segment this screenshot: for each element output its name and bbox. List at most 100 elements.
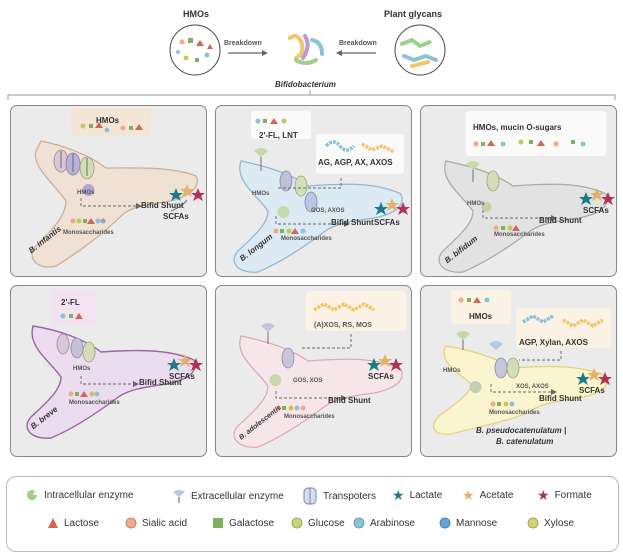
galactose-square-icon <box>213 518 223 528</box>
legend: Intracellular enzyme Extracellular enzym… <box>6 476 619 552</box>
cell-body <box>438 160 608 273</box>
legend-item-glucose: Glucose <box>291 517 345 529</box>
extracellular-enzyme-icon <box>254 148 268 157</box>
breakdown-left-label: Breakdown <box>224 40 262 47</box>
substrate-box <box>466 111 606 156</box>
plant-glycan-molecule-circle <box>394 24 446 76</box>
legend-label: Arabinose <box>370 517 416 529</box>
hmos-label: HMOs <box>77 190 95 196</box>
acetate-star-icon <box>178 354 192 367</box>
substrate-label: AG, AGP, AX, AXOS <box>318 158 393 167</box>
legend-label: Lactose <box>64 517 100 529</box>
legend-item-transporters: Transpoters <box>302 487 376 505</box>
legend-item-acetate: ★ Acetate <box>462 487 514 503</box>
scfas-label: SCFAs <box>583 206 609 215</box>
legend-label: Sialic acid <box>142 517 188 529</box>
monosaccharides-label: Monosaccharides <box>69 400 120 406</box>
lactose-triangle-icon <box>48 518 58 528</box>
substrate-label: 2'-FL, LNT <box>259 131 298 140</box>
substrate-label: HMOs <box>96 116 120 125</box>
scfas-label: SCFAs <box>169 372 195 381</box>
lactate-star-icon <box>576 372 590 385</box>
hmos-label: HMOs <box>73 366 91 372</box>
formate-star-icon <box>396 202 410 215</box>
substrate-box <box>306 291 406 331</box>
hmos-label: HMOs <box>443 368 461 374</box>
substrate-box <box>251 111 311 139</box>
extracellular-enzyme-icon <box>261 323 275 332</box>
legend-label: Galactose <box>229 517 275 529</box>
transporter-icon <box>82 341 96 363</box>
xylose-circle-icon <box>527 517 539 529</box>
monosaccharides-label: Monosaccharides <box>284 414 335 420</box>
substrate-label: HMOs <box>469 312 493 321</box>
extracellular-enzyme-icon <box>466 161 480 170</box>
cell-body <box>433 345 608 435</box>
monosaccharides-label: Monosaccharides <box>494 232 545 238</box>
legend-label: Extracellular enzyme <box>191 490 284 502</box>
substrate-label: AGP, Xylan, AXOS <box>519 338 588 347</box>
lactate-star-icon <box>167 358 181 371</box>
legend-item-arabinose: Arabinose <box>353 517 415 529</box>
bifid-shunt-label: Bifid Shunt <box>331 218 374 227</box>
hmos-title: HMOs <box>183 9 210 19</box>
scfas-label: SCFAs <box>163 212 189 221</box>
substrate-box <box>516 308 611 348</box>
extracellular-enzyme-icon <box>456 331 470 340</box>
panel-b-bifidum: HMOs, mucin O-sugars HMOs Bifid Shunt Mo… <box>420 105 617 277</box>
legend-label: Acetate <box>479 489 514 501</box>
plant-glycans-title: Plant glycans <box>384 9 443 19</box>
acetate-star-icon <box>587 368 601 381</box>
transporter-icon <box>294 175 308 197</box>
lactate-star-icon <box>579 192 593 205</box>
breakdown-left-arrow <box>228 50 268 56</box>
acetate-star-icon <box>180 184 194 197</box>
legend-item-lactate: ★ Lactate <box>392 487 443 503</box>
legend-label: Intracellular enzyme <box>44 489 134 501</box>
acetate-star-icon: ★ <box>462 487 475 503</box>
arabinose-circle-icon <box>353 517 365 529</box>
transporter-icon <box>279 170 293 192</box>
cell-body <box>26 325 196 439</box>
substrate-box <box>316 134 404 174</box>
legend-item-mannose: Mannose <box>439 517 497 529</box>
legend-item-intracellular-enzyme: Intracellular enzyme <box>27 489 133 501</box>
extracellular-enzyme-icon <box>173 490 185 503</box>
intracellular-enzyme-icon <box>277 206 290 218</box>
legend-label: Lactate <box>409 489 443 501</box>
panel-b-breve: 2'-FL HMOs Bifid Shunt Monosaccharides S… <box>10 285 207 457</box>
genus-label: Bifidobacterium <box>275 80 336 89</box>
scfas-label: SCFAs <box>579 386 605 395</box>
scfas-label: SCFAs <box>374 218 400 227</box>
sialic-acid-circle-icon <box>125 517 137 529</box>
gos-label: GOS, XOS <box>293 378 323 384</box>
lactate-star-icon <box>367 358 381 371</box>
transporter-icon <box>303 487 317 505</box>
acetate-star-icon <box>590 188 604 201</box>
bifid-shunt-label: Bifid Shunt <box>539 394 582 403</box>
hmos-label: HMOs <box>252 191 270 197</box>
intracellular-enzyme-icon <box>481 202 492 212</box>
legend-item-formate: ★ Formate <box>537 488 592 502</box>
gos-label: XOS, AXOS <box>516 384 549 390</box>
legend-label: Glucose <box>308 517 345 529</box>
hmos-molecule-circle <box>169 24 221 76</box>
intracellular-enzyme-icon <box>469 381 482 393</box>
transporter-icon <box>304 191 318 213</box>
lactate-star-icon: ★ <box>392 487 405 503</box>
lactate-star-icon <box>374 202 388 215</box>
bifid-shunt-label: Bifid Shunt <box>539 216 582 225</box>
panel-b-adolescentis: (A)XOS, RS, MOS GOS, XOS Bifid Shunt Mon… <box>215 285 412 457</box>
species-name-line2: B. catenulatum <box>496 437 554 446</box>
scfas-label: SCFAs <box>368 372 394 381</box>
bifid-shunt-label: Bifid Shunt <box>328 396 371 405</box>
legend-label: Xylose <box>544 517 575 529</box>
panel-b-infantis: HMOs HMOs Bifid Shunt Monosaccharides SC… <box>10 105 207 277</box>
intracellular-enzyme-icon <box>27 490 37 500</box>
substrate-label: 2'-FL <box>61 298 80 307</box>
panel-b-longum: 2'-FL, LNT AG, AGP, AX, AXOS HMOs GOS, A… <box>215 105 412 277</box>
formate-star-icon <box>389 358 403 371</box>
bifidobacterium-glycan-icon <box>288 34 324 65</box>
legend-item-lactose: Lactose <box>47 517 99 529</box>
